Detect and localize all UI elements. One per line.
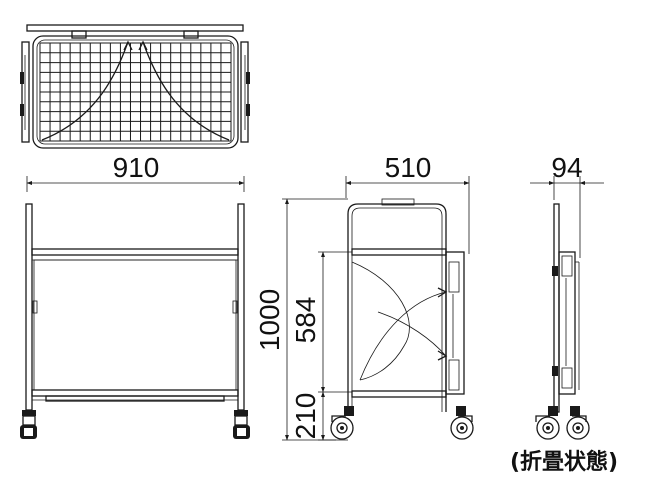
lower-shelf [31, 389, 239, 397]
side-caster-left [330, 406, 354, 440]
front-view [20, 203, 250, 439]
dimension-shelf-spacing: 584 [290, 251, 352, 393]
dimension-510-label: 510 [385, 152, 432, 183]
folded-caster-right [566, 406, 590, 440]
dimension-584-label: 584 [290, 297, 321, 344]
dimension-depth: 510 [345, 152, 470, 254]
folded-state-caption: (折畳状態) [510, 449, 618, 475]
dimension-210-label: 210 [290, 393, 321, 440]
dimension-1000-label: 1000 [254, 289, 285, 351]
dimension-910-label: 910 [113, 152, 160, 183]
post-left [25, 203, 33, 411]
upper-shelf [31, 248, 239, 256]
side-caster-right [450, 406, 474, 440]
basket-frame [32, 35, 239, 149]
swing-arc-1 [351, 261, 410, 381]
folded-post [553, 203, 560, 413]
top-rim [26, 24, 244, 32]
side-frame [347, 203, 447, 412]
side-view [330, 198, 474, 440]
folded-caster-left [535, 406, 560, 440]
folded-basket [445, 251, 465, 395]
caster-right [233, 410, 250, 439]
post-right [237, 203, 245, 411]
caster-left [20, 410, 37, 439]
dimension-folded: 94 [530, 152, 604, 258]
dimension-height: 1000 [254, 198, 348, 441]
folded-shelf-stack [558, 251, 576, 395]
folded-view [535, 203, 590, 440]
dimension-bottom-shelf: 210 [290, 391, 336, 441]
basket-grid [39, 42, 232, 142]
dimension-94-label: 94 [551, 152, 582, 183]
top-view [20, 24, 250, 149]
handle-left [21, 41, 30, 143]
dimension-width: 910 [26, 152, 245, 192]
handle-right [240, 41, 249, 143]
